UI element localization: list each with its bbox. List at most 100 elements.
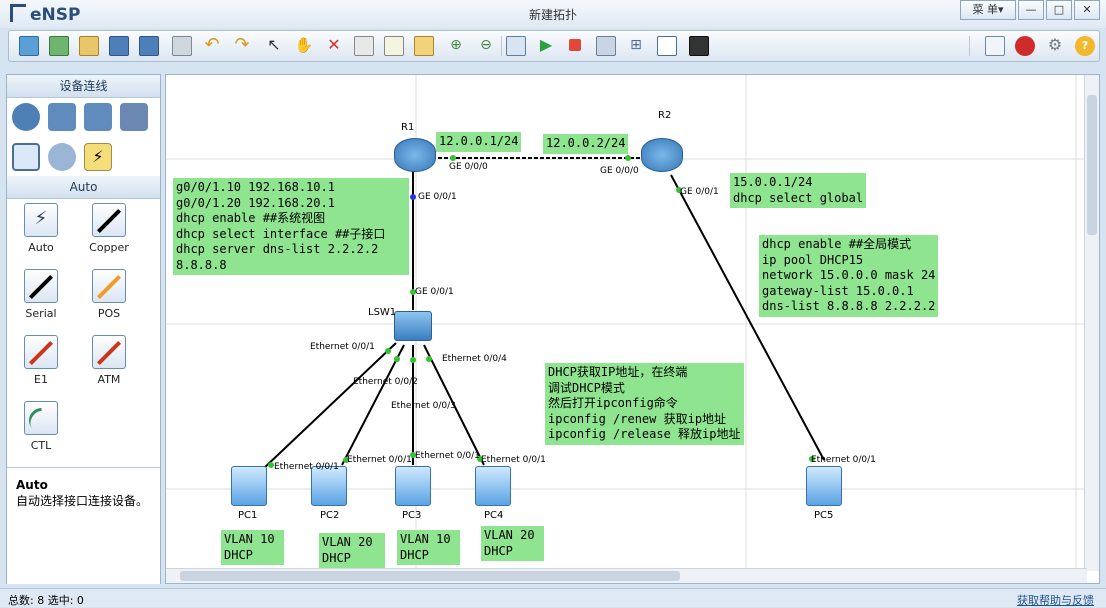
vertical-scrollbar[interactable] bbox=[1084, 75, 1099, 571]
port-label: GE 0/0/1 bbox=[418, 192, 457, 202]
vertical-scroll-thumb[interactable] bbox=[1087, 95, 1097, 235]
pc-category-icon[interactable] bbox=[12, 143, 40, 171]
note-r2-interface[interactable]: 15.0.0.1/24 dhcp select global bbox=[730, 173, 867, 208]
port-label: GE 0/0/0 bbox=[600, 166, 639, 176]
connection-e1[interactable]: E1 bbox=[11, 335, 71, 386]
auto-connection-icon: ⚡ bbox=[24, 203, 58, 237]
router-r2-icon[interactable] bbox=[641, 138, 683, 172]
device-label-pc2: PC2 bbox=[320, 510, 340, 521]
connection-ctl[interactable]: CTL bbox=[11, 401, 71, 452]
link-lsw1-pc1[interactable] bbox=[262, 342, 397, 470]
port-label: GE 0/0/0 bbox=[449, 162, 488, 172]
hand-icon[interactable]: ✋ bbox=[294, 36, 314, 54]
description-title: Auto bbox=[16, 478, 48, 492]
link-lsw1-pc2[interactable] bbox=[341, 344, 405, 466]
settings-icon[interactable]: ⚙ bbox=[1047, 35, 1063, 54]
connection-pos[interactable]: POS bbox=[79, 269, 139, 320]
note-r2-ip[interactable]: 12.0.0.2/24 bbox=[543, 134, 629, 154]
enSP-logo-icon bbox=[10, 4, 26, 22]
note-r1-config[interactable]: g0/0/1.10 192.168.10.1 g0/0/1.20 192.168… bbox=[173, 178, 409, 275]
switch-lsw1-icon[interactable] bbox=[394, 311, 432, 341]
note-r1-ip[interactable]: 12.0.0.1/24 bbox=[436, 132, 522, 152]
port-label: Ethernet 0/0/1 bbox=[415, 451, 480, 461]
port-label: Ethernet 0/0/3 bbox=[391, 401, 456, 411]
status-bar: 总数: 8 选中: 0 获取帮助与反馈 bbox=[0, 588, 1106, 607]
pc1-icon[interactable] bbox=[231, 466, 267, 506]
menu-button[interactable]: 菜 单▾ bbox=[960, 0, 1016, 20]
capture-icon[interactable] bbox=[596, 36, 616, 56]
show-interface-icon[interactable]: ⊞ bbox=[630, 37, 642, 53]
connection-copper[interactable]: Copper bbox=[79, 203, 139, 254]
device-label-pc3: PC3 bbox=[402, 510, 422, 521]
link-lsw1-pc4[interactable] bbox=[423, 344, 485, 466]
device-label-pc1: PC1 bbox=[238, 510, 258, 521]
panel-header: 设备连线 bbox=[7, 75, 160, 98]
device-label-r1: R1 bbox=[401, 122, 415, 133]
fit-icon[interactable] bbox=[506, 36, 526, 56]
pc3-icon[interactable] bbox=[395, 466, 431, 506]
note-pc4-vlan[interactable]: VLAN 20 DHCP bbox=[481, 526, 544, 561]
help-feedback-link[interactable]: 获取帮助与反馈 bbox=[1017, 594, 1094, 607]
new-topology-icon[interactable] bbox=[19, 36, 39, 56]
router-category-icon[interactable] bbox=[12, 103, 40, 131]
undo-icon[interactable]: ↶ bbox=[204, 34, 220, 55]
start-icon[interactable]: ▶ bbox=[539, 35, 553, 54]
note-pc1-vlan[interactable]: VLAN 10 DHCP bbox=[221, 530, 284, 565]
app-name: eNSP bbox=[30, 5, 81, 25]
select-icon[interactable]: ↖ bbox=[267, 35, 281, 54]
redo-icon[interactable]: ↷ bbox=[234, 34, 250, 55]
cloud-category-icon[interactable] bbox=[48, 143, 76, 171]
delete-links-icon[interactable] bbox=[354, 36, 374, 56]
ctl-cable-icon bbox=[24, 401, 58, 435]
pos-cable-icon bbox=[92, 269, 126, 303]
print-icon[interactable] bbox=[172, 36, 192, 56]
note-dhcp-tip[interactable]: DHCP获取IP地址，在终端 调试DHCP模式 然后打开ipconfig命令 i… bbox=[545, 363, 744, 445]
horizontal-scrollbar[interactable] bbox=[166, 568, 1087, 583]
router-r1-icon[interactable] bbox=[394, 138, 436, 172]
rectangle-icon[interactable] bbox=[414, 36, 434, 56]
toolbar: ↶ ↷ ↖ ✋ ✕ ⊕ ⊖ ▶ ⊞ ⚙ ? bbox=[8, 30, 1100, 62]
text-icon[interactable] bbox=[384, 36, 404, 56]
new-example-icon[interactable] bbox=[49, 36, 69, 56]
connection-category-icon[interactable]: ⚡ bbox=[84, 143, 112, 171]
section-title: Auto bbox=[7, 176, 160, 199]
help-icon[interactable]: ? bbox=[1075, 36, 1095, 56]
zoom-out-icon[interactable]: ⊖ bbox=[480, 37, 492, 53]
horizontal-scroll-thumb[interactable] bbox=[180, 571, 680, 581]
topology-canvas[interactable]: R1 R2 LSW1 PC1 PC2 PC3 PC4 PC5 GE 0/0/0 … bbox=[165, 74, 1100, 584]
delete-icon[interactable]: ✕ bbox=[327, 35, 341, 54]
save-as-icon[interactable] bbox=[139, 36, 159, 56]
firewall-category-icon[interactable] bbox=[120, 103, 148, 131]
close-button[interactable]: ✕ bbox=[1074, 0, 1100, 20]
link-r2-pc5[interactable] bbox=[670, 174, 825, 461]
port-label: Ethernet 0/0/1 bbox=[347, 455, 412, 465]
note-pc3-vlan[interactable]: VLAN 10 DHCP bbox=[397, 530, 460, 565]
open-icon[interactable] bbox=[79, 36, 99, 56]
status-count: 总数: 8 选中: 0 bbox=[8, 594, 84, 607]
pc4-icon[interactable] bbox=[475, 466, 511, 506]
pc5-icon[interactable] bbox=[806, 466, 842, 506]
grid-icon[interactable] bbox=[657, 36, 677, 56]
connection-serial[interactable]: Serial bbox=[11, 269, 71, 320]
connection-atm[interactable]: ATM bbox=[79, 335, 139, 386]
zoom-in-icon[interactable]: ⊕ bbox=[450, 37, 462, 53]
connection-auto[interactable]: ⚡ Auto bbox=[11, 203, 71, 254]
window-title: 新建拓扑 bbox=[528, 8, 577, 22]
port-label: Ethernet 0/0/4 bbox=[442, 354, 507, 364]
note-r2-pool[interactable]: dhcp enable ##全局模式 ip pool DHCP15 networ… bbox=[759, 235, 939, 317]
stop-icon[interactable] bbox=[566, 36, 586, 56]
wireless-category-icon[interactable] bbox=[84, 103, 112, 131]
palette-icon[interactable] bbox=[689, 36, 709, 56]
pc2-icon[interactable] bbox=[311, 466, 347, 506]
note-pc2-vlan[interactable]: VLAN 20 DHCP bbox=[319, 533, 385, 568]
maximize-button[interactable]: □ bbox=[1046, 0, 1072, 20]
device-panel: 设备连线 ⚡ Auto ⚡ Auto Copper Serial POS E1 … bbox=[6, 74, 161, 584]
port-label: GE 0/0/1 bbox=[415, 287, 454, 297]
app-logo: eNSP bbox=[10, 4, 80, 25]
switch-category-icon[interactable] bbox=[48, 103, 76, 131]
description-text: 自动选择接口连接设备。 bbox=[16, 494, 149, 508]
feedback-icon[interactable] bbox=[985, 36, 1005, 56]
huawei-icon[interactable] bbox=[1015, 36, 1035, 56]
minimize-button[interactable]: — bbox=[1018, 0, 1044, 20]
save-icon[interactable] bbox=[109, 36, 129, 56]
